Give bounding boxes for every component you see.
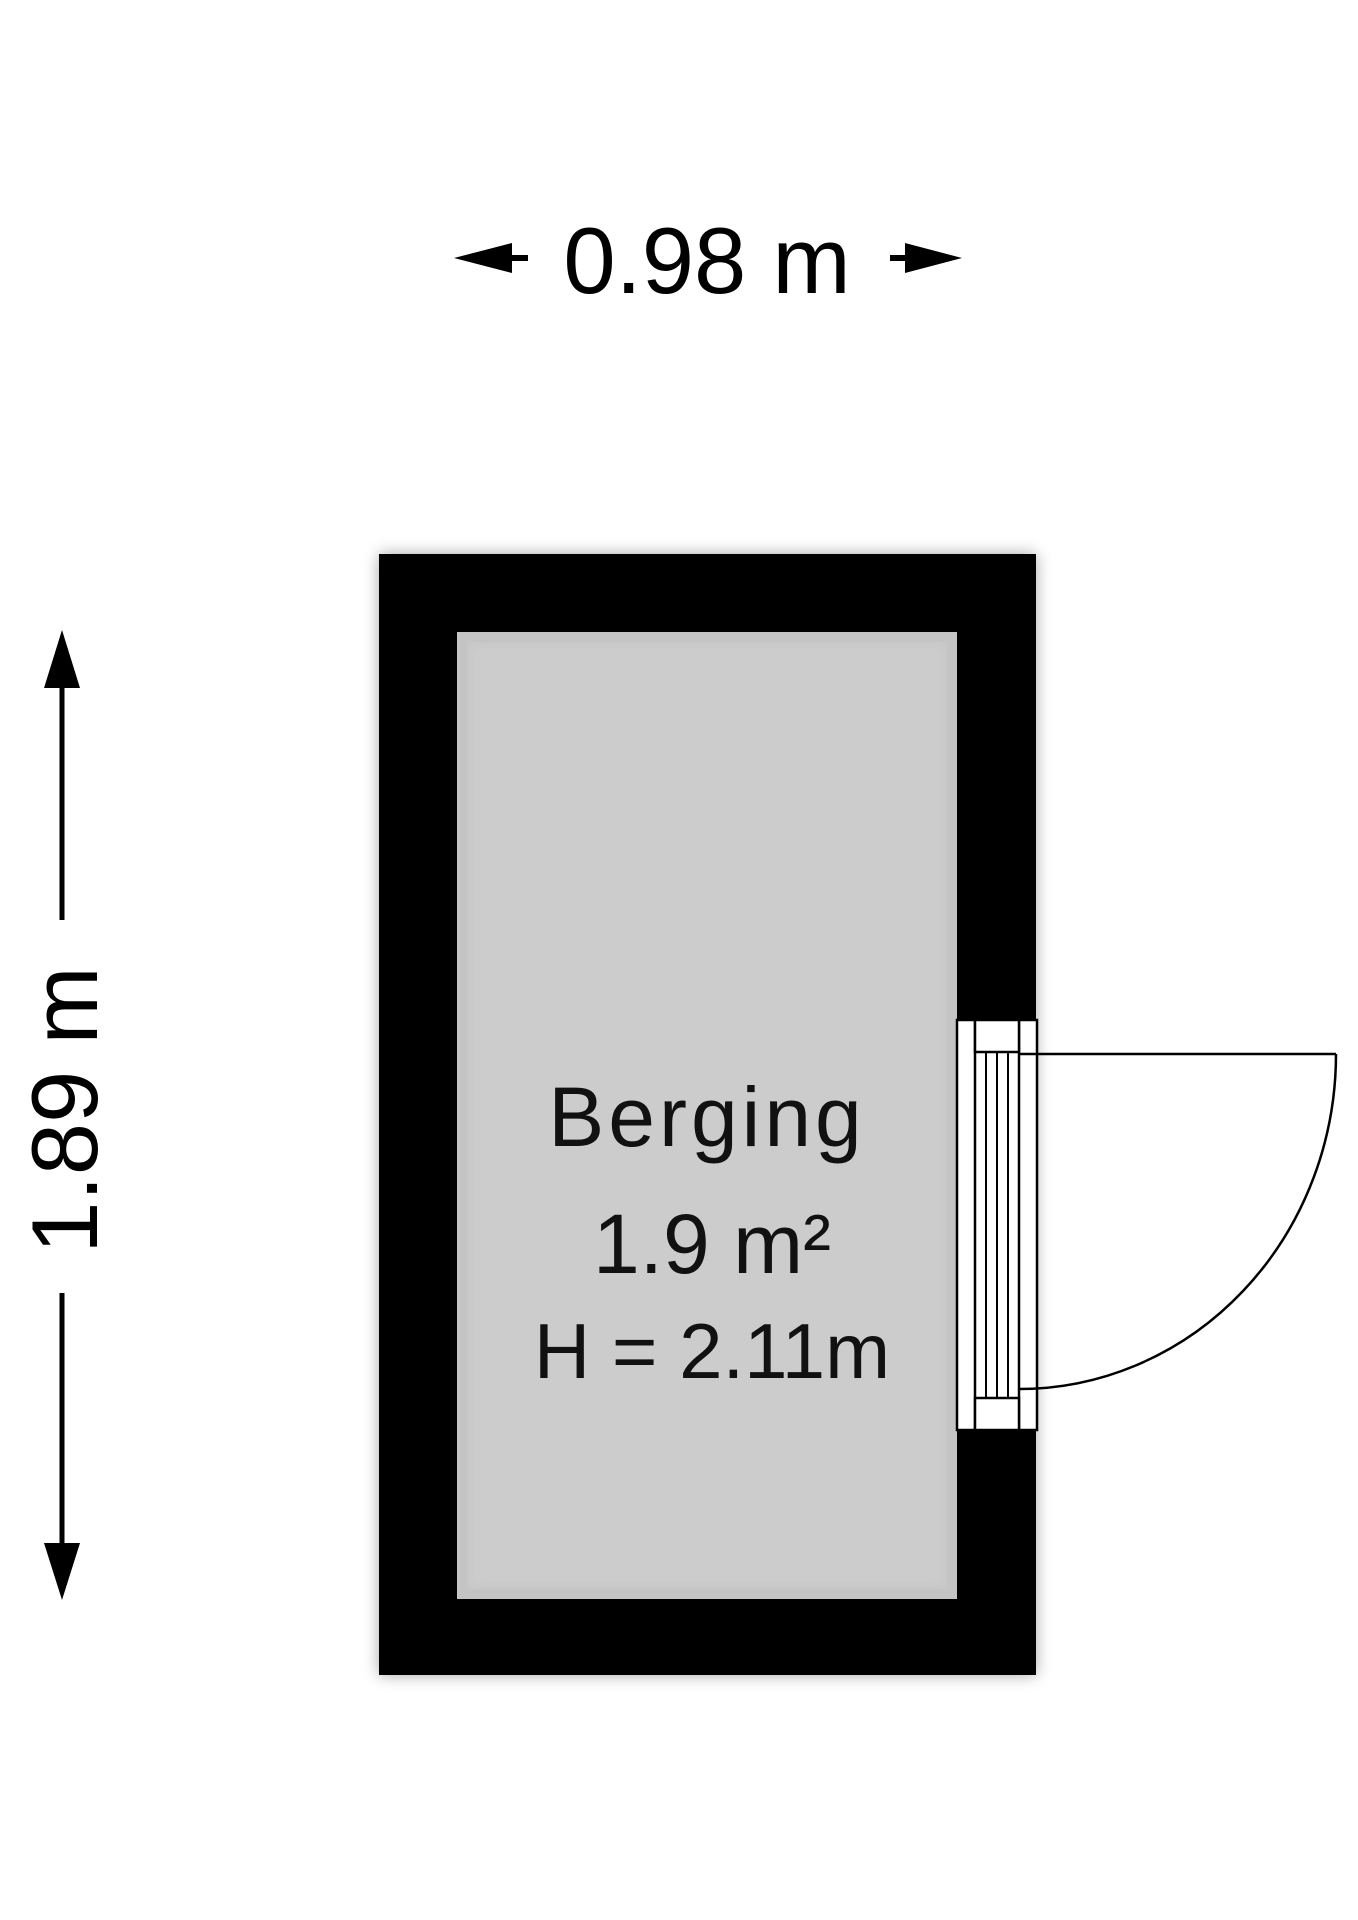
room-label: Berging 1.9 m² H = 2.11m	[534, 1070, 890, 1395]
door-swing-arc	[1018, 1053, 1338, 1391]
room-height: H = 2.11m	[534, 1307, 890, 1395]
door	[955, 1018, 1338, 1432]
room-area: 1.9 m²	[593, 1197, 831, 1291]
room-name: Berging	[548, 1070, 866, 1164]
arrow-right-icon	[905, 243, 962, 273]
height-dimension-label: 1.89 m	[12, 966, 117, 1253]
room-walls	[379, 554, 1036, 1675]
height-dimension: 1.89 m	[12, 630, 117, 1600]
arrow-down-icon	[44, 1543, 80, 1600]
room-floor-inner	[467, 642, 947, 1589]
arrow-left-icon	[454, 243, 512, 273]
door-frame-top	[973, 1018, 1021, 1054]
arrow-up-icon	[44, 630, 80, 688]
width-dimension-label: 0.98 m	[563, 208, 850, 313]
width-dimension: 0.98 m	[454, 208, 962, 313]
door-frame-left	[955, 1018, 977, 1432]
door-frame-bottom	[973, 1396, 1021, 1432]
door-frame-right	[1017, 1018, 1039, 1432]
